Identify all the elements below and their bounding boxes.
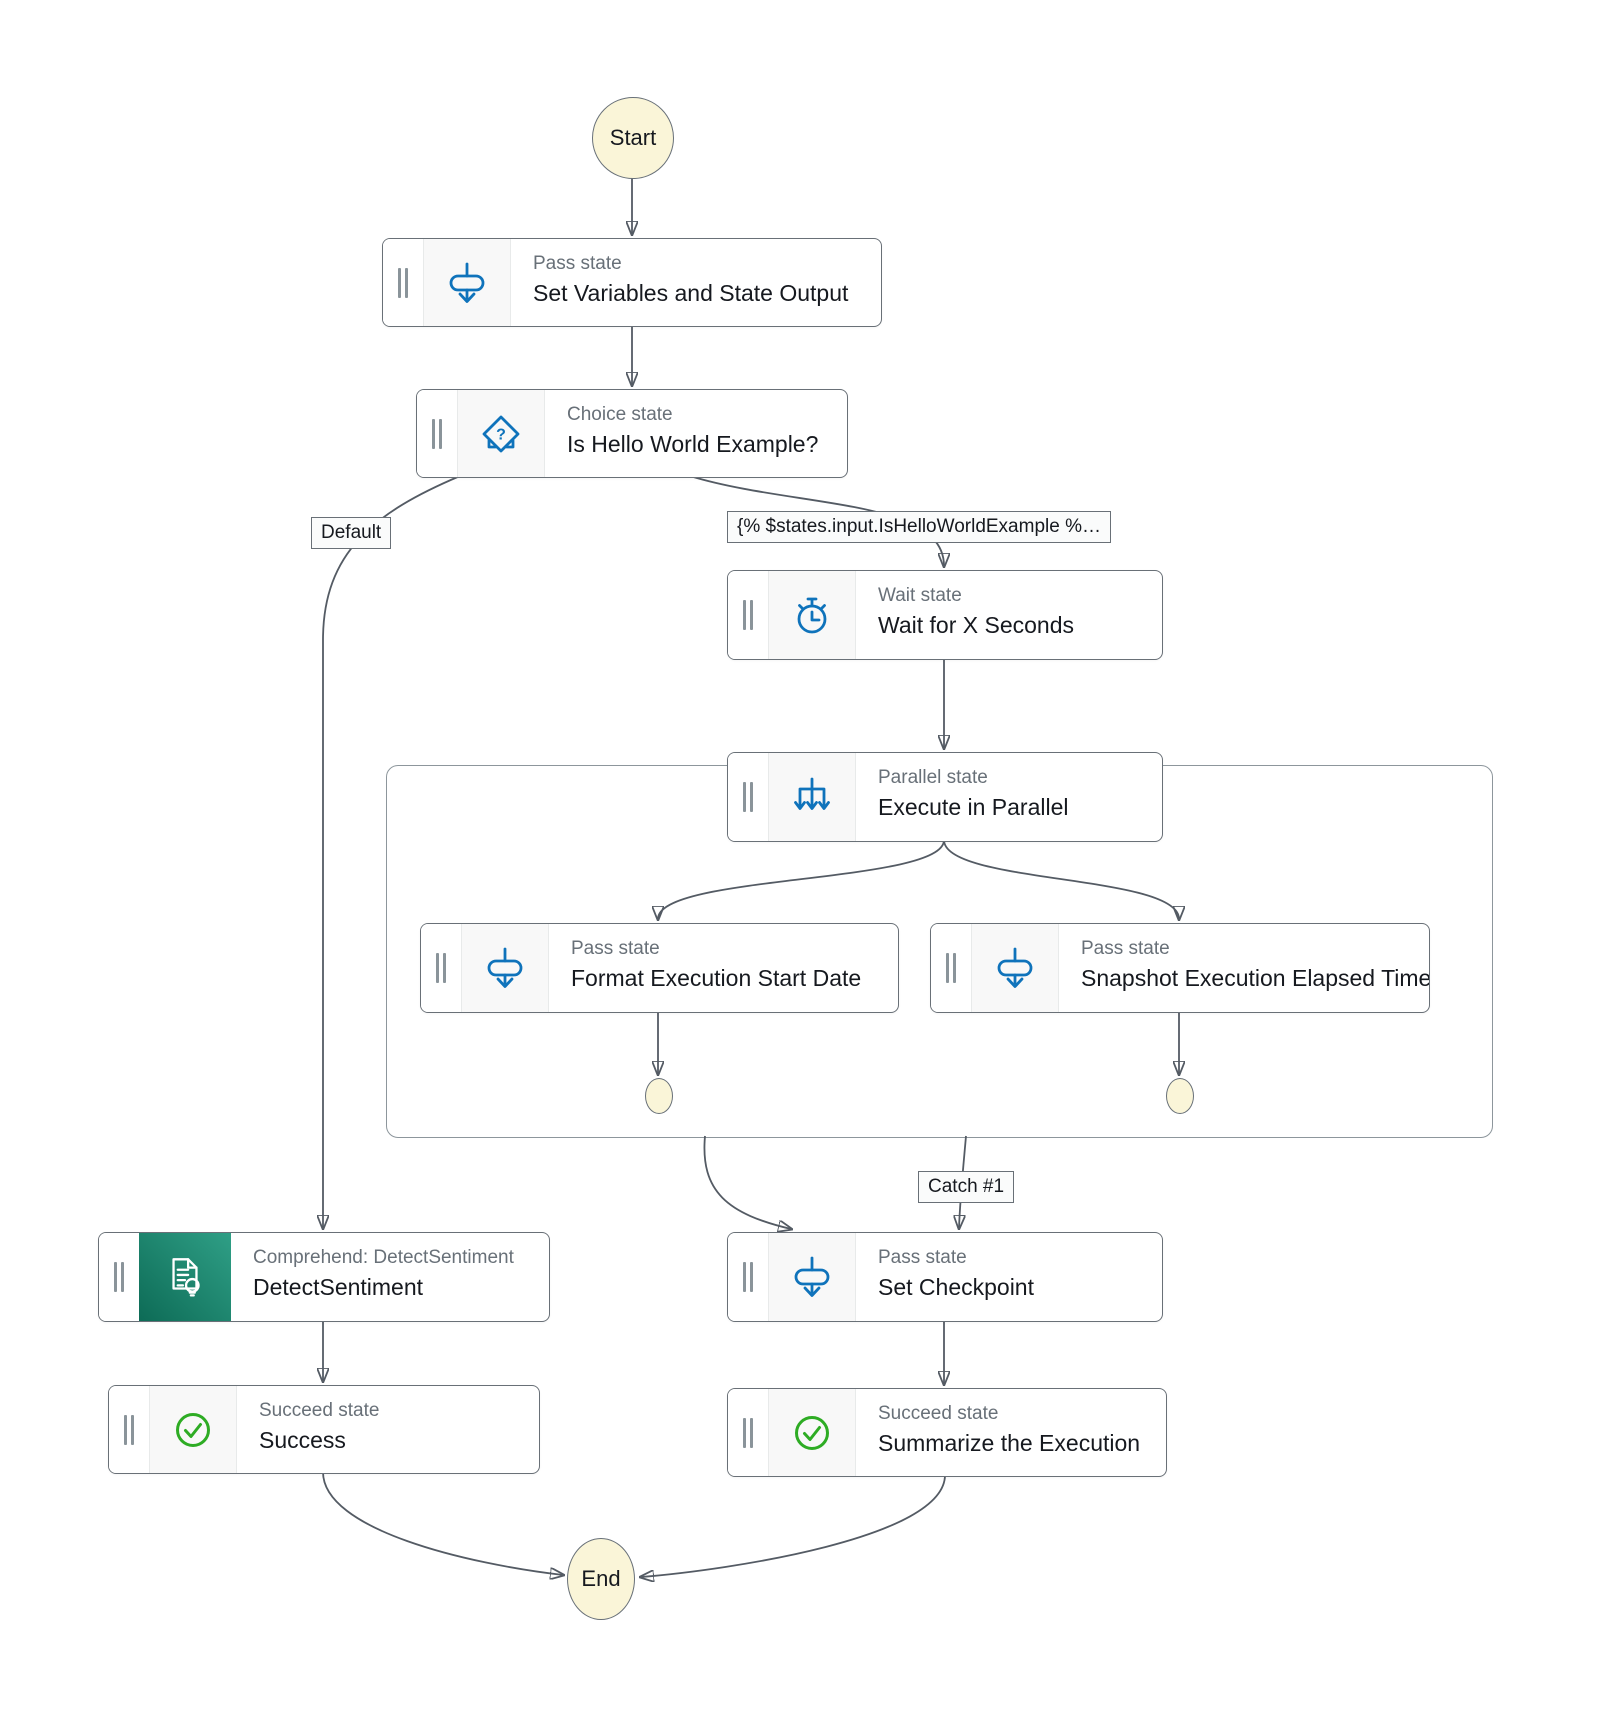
pass-icon [971, 924, 1059, 1012]
choice-icon: ? [457, 390, 545, 477]
state-type-label: Succeed state [259, 1400, 380, 1421]
drag-handle-icon[interactable] [417, 390, 457, 477]
drag-handle-icon[interactable] [728, 571, 768, 659]
state-title: Snapshot Execution Elapsed Time [1081, 965, 1430, 991]
state-title: Set Variables and State Output [533, 280, 849, 306]
state-node-summarize-the-execution[interactable]: Succeed state Summarize the Execution [727, 1388, 1167, 1477]
state-node-detect-sentiment[interactable]: Comprehend: DetectSentiment DetectSentim… [98, 1232, 550, 1322]
drag-handle-icon[interactable] [99, 1233, 139, 1321]
drag-handle-icon[interactable] [728, 753, 768, 841]
drag-handle-icon[interactable] [931, 924, 971, 1012]
state-node-format-execution-start-date[interactable]: Pass state Format Execution Start Date [420, 923, 899, 1013]
state-node-success[interactable]: Succeed state Success [108, 1385, 540, 1474]
state-title: Execute in Parallel [878, 794, 1069, 820]
state-title: Format Execution Start Date [571, 965, 862, 991]
state-type-label: Pass state [1081, 938, 1170, 959]
drag-handle-icon[interactable] [728, 1389, 768, 1476]
state-type-label: Wait state [878, 585, 962, 606]
edge-choice-rule-to-wait [689, 475, 944, 566]
state-title: Is Hello World Example? [567, 431, 819, 457]
pass-icon [423, 239, 511, 326]
succeed-icon [768, 1389, 856, 1476]
drag-handle-icon[interactable] [421, 924, 461, 1012]
state-type-label: Comprehend: DetectSentiment [253, 1247, 514, 1268]
state-title: Set Checkpoint [878, 1274, 1034, 1300]
state-title: DetectSentiment [253, 1274, 424, 1300]
drag-handle-icon[interactable] [383, 239, 423, 326]
edge-success-to-end [322, 1471, 563, 1575]
state-title: Success [259, 1427, 346, 1453]
state-node-is-hello-world-example[interactable]: ? Choice state Is Hello World Example? [416, 389, 848, 478]
state-node-execute-in-parallel[interactable]: Parallel state Execute in Parallel [727, 752, 1163, 842]
pass-icon [768, 1233, 856, 1321]
start-label: Start [609, 125, 657, 150]
state-type-label: Pass state [878, 1247, 967, 1268]
state-title: Wait for X Seconds [878, 612, 1075, 638]
drag-handle-icon[interactable] [728, 1233, 768, 1321]
edge-label-choice-rule: {% $states.input.IsHelloWorldExample %… [727, 511, 1111, 543]
state-title: Summarize the Execution [878, 1430, 1141, 1456]
branch-end-terminal [645, 1078, 673, 1114]
edge-choice-default-to-detect-sentiment [323, 475, 461, 1228]
state-type-label: Succeed state [878, 1403, 999, 1424]
state-node-set-checkpoint[interactable]: Pass state Set Checkpoint [727, 1232, 1163, 1322]
edge-summarize-to-end [641, 1474, 946, 1577]
edge-label-default: Default [311, 517, 392, 549]
drag-handle-icon[interactable] [109, 1386, 149, 1473]
state-type-label: Pass state [533, 253, 622, 274]
edge-parallel-to-snapshot [943, 839, 1179, 919]
state-type-label: Parallel state [878, 767, 988, 788]
state-node-set-variables-and-state-output[interactable]: Pass state Set Variables and State Outpu… [382, 238, 882, 327]
state-type-label: Pass state [571, 938, 660, 959]
edge-label-catch-1: Catch #1 [918, 1171, 1015, 1203]
wait-icon [768, 571, 856, 659]
end-terminal: End [567, 1538, 635, 1620]
edge-parallel-container-to-checkpoint [703, 1135, 791, 1229]
edge-parallel-to-format [658, 839, 945, 919]
start-terminal: Start [592, 97, 674, 179]
state-node-wait-for-x-seconds[interactable]: Wait state Wait for X Seconds [727, 570, 1163, 660]
state-type-label: Choice state [567, 404, 673, 425]
state-node-snapshot-execution-elapsed-time[interactable]: Pass state Snapshot Execution Elapsed Ti… [930, 923, 1430, 1013]
comprehend-icon [139, 1233, 231, 1321]
svg-text:?: ? [496, 426, 506, 443]
branch-end-terminal [1166, 1078, 1194, 1114]
parallel-icon [768, 753, 856, 841]
end-label: End [581, 1566, 621, 1591]
succeed-icon [149, 1386, 237, 1473]
pass-icon [461, 924, 549, 1012]
